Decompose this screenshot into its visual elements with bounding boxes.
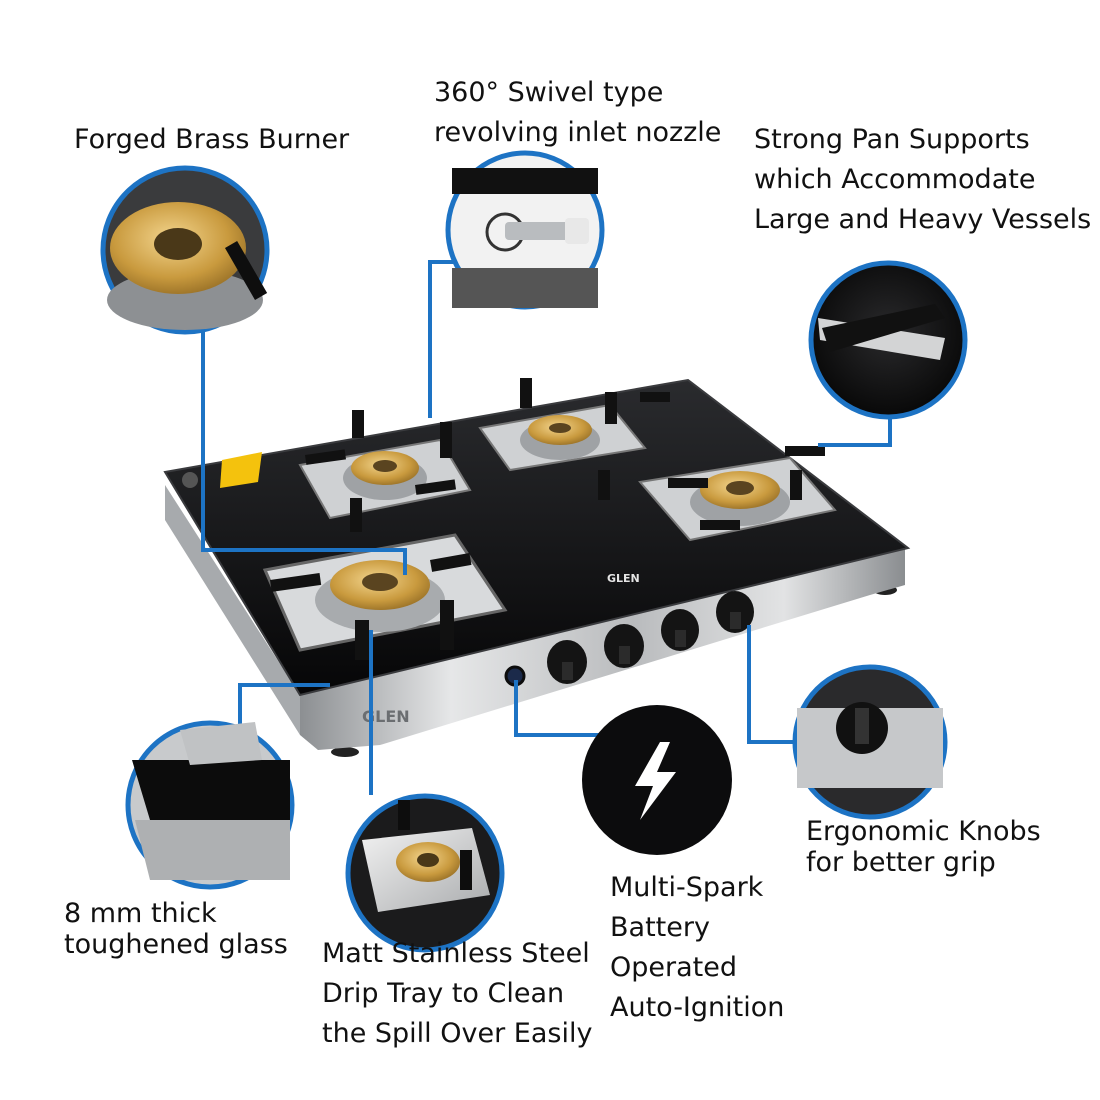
burner-right [638,446,837,542]
knob-4[interactable] [716,591,754,633]
knob-1[interactable] [547,640,587,684]
callout-lines [201,260,892,795]
body-brand-logo: GLEN [362,707,410,726]
pan-support-icon [808,260,968,420]
glass-edge-icon [125,720,295,890]
burner-front-left [262,533,508,660]
lightning-bolt-icon [582,705,732,855]
drip-tray-icon [345,793,505,953]
brass-burner-icon [100,165,270,335]
callout-line-burner [201,330,407,575]
steel-body [300,548,905,750]
label-drip-tray: Matt Stainless Steel Drip Tray to Clean … [322,938,593,1049]
label-pan-supports: Strong Pan Supports which Accommodate La… [754,124,1092,235]
warning-sticker [220,452,262,488]
label-forged-brass-burner: Forged Brass Burner [74,124,350,155]
steel-side [165,485,300,735]
gas-stove: GLEN GLEN [163,378,911,757]
stove-foot [331,747,359,757]
callout-line-knobs [747,625,798,744]
label-swivel-nozzle: 360° Swivel type revolving inlet nozzle [434,77,722,148]
glass-emblem [182,472,198,488]
label-toughened-glass: 8 mm thick toughened glass [64,898,288,960]
swivel-nozzle-icon [445,150,605,310]
glass-brand-logo: GLEN [607,572,640,585]
callout-line-pan-support [818,418,892,447]
burner-back-right [478,378,670,500]
knob-3[interactable] [661,609,699,651]
label-auto-ignition: Multi-Spark Battery Operated Auto-Igniti… [610,872,785,1023]
knob-2[interactable] [604,624,644,668]
callout-line-glass [238,683,330,728]
label-ergonomic-knobs: Ergonomic Knobs for better grip [806,816,1041,878]
knob-icon [792,664,948,820]
burner-back-left [298,410,472,532]
callout-line-ignition [514,680,604,737]
